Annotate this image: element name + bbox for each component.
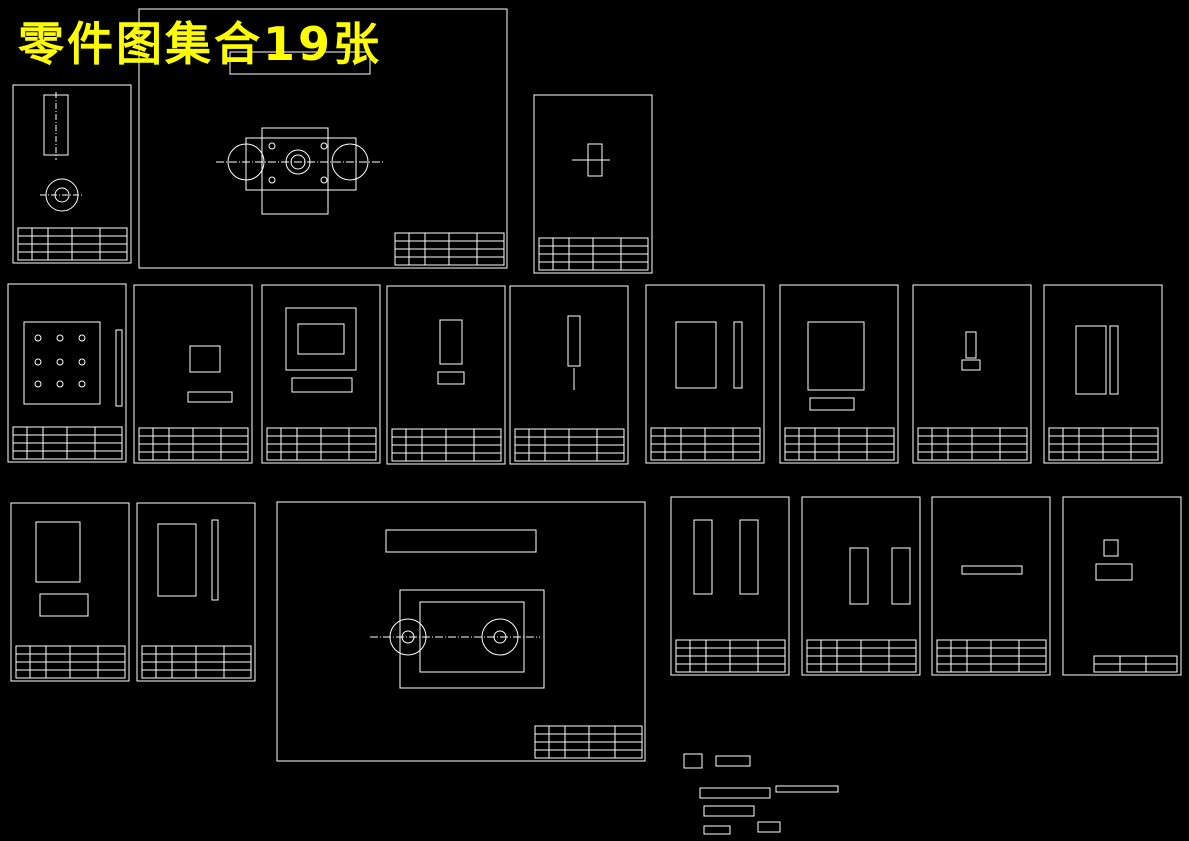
part-geometry <box>961 565 1023 575</box>
part-geometry <box>567 315 581 390</box>
part-geometry <box>1095 539 1133 581</box>
title-block <box>675 639 786 673</box>
drawing-sheet-4[interactable] <box>7 283 127 463</box>
title-block <box>12 426 123 460</box>
part-geometry <box>961 331 981 371</box>
part-geometry <box>23 321 123 407</box>
title-block <box>806 639 917 673</box>
part-geometry <box>40 92 84 212</box>
title-block <box>917 427 1028 461</box>
part-geometry <box>1075 325 1119 395</box>
part-geometry <box>807 321 865 411</box>
part-geometry <box>675 321 743 389</box>
drawing-sheet-13[interactable] <box>10 502 130 682</box>
title-block <box>394 232 505 266</box>
drawing-sheet-5[interactable] <box>133 284 253 464</box>
drawing-sheet-18[interactable] <box>931 496 1051 676</box>
title-block <box>391 428 502 462</box>
drawing-sheet-9[interactable] <box>645 284 765 464</box>
title-block <box>266 427 377 461</box>
drawing-sheet-19[interactable] <box>1062 496 1182 676</box>
part-geometry <box>157 519 219 601</box>
drawing-sheet-11[interactable] <box>912 284 1032 464</box>
part-geometry <box>216 51 384 215</box>
drawing-sheet-8[interactable] <box>509 285 629 465</box>
drawing-sheet-17[interactable] <box>801 496 921 676</box>
title-block <box>17 227 128 261</box>
drawing-sheet-7[interactable] <box>386 285 506 465</box>
drawing-sheet-15[interactable] <box>276 501 646 762</box>
title-block <box>1093 655 1178 673</box>
title-block <box>514 428 625 462</box>
drawing-sheet-10[interactable] <box>779 284 899 464</box>
drawing-sheet-6[interactable] <box>261 284 381 464</box>
part-geometry <box>187 345 233 403</box>
part-geometry <box>572 143 610 177</box>
part-geometry <box>370 529 545 689</box>
part-geometry <box>285 307 357 393</box>
title-block <box>141 645 252 679</box>
part-geometry <box>693 519 759 595</box>
drawing-sheet-1[interactable] <box>12 84 132 264</box>
title-block <box>538 237 649 271</box>
title-block <box>1048 427 1159 461</box>
loose-sketches <box>683 753 839 835</box>
collection-title: 零件图集合19张 <box>18 17 383 71</box>
title-block <box>15 645 126 679</box>
title-block <box>650 427 761 461</box>
drawing-sheet-12[interactable] <box>1043 284 1163 464</box>
drawing-sheet-3[interactable] <box>533 94 653 274</box>
drawing-sheet-14[interactable] <box>136 502 256 682</box>
drawing-sheet-2[interactable] <box>138 8 508 269</box>
title-block <box>534 725 643 759</box>
part-geometry <box>35 521 89 617</box>
title-block <box>936 639 1047 673</box>
title-block <box>138 427 249 461</box>
drawing-sheet-16[interactable] <box>670 496 790 676</box>
title-block <box>784 427 895 461</box>
part-geometry <box>849 547 911 605</box>
part-geometry <box>437 319 465 385</box>
